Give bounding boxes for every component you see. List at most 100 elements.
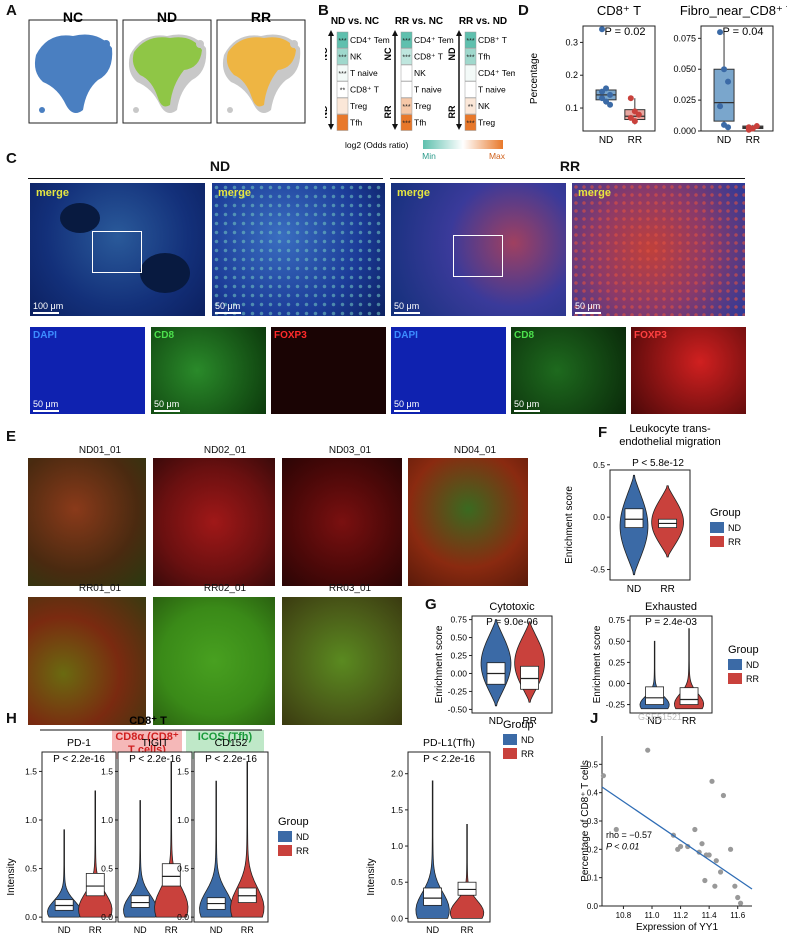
box-title: Fibro_near_CD8⁺ T (680, 3, 787, 18)
x-tick-label: RR (660, 584, 674, 595)
arrow-head (456, 30, 462, 36)
merge-label: merge (397, 187, 431, 199)
y-tick-label: 1.0 (177, 815, 189, 825)
x-tick-label: ND (58, 925, 71, 935)
rho-annotation: rho = −0.57 (606, 830, 652, 840)
odds-row-label: NK (414, 68, 426, 78)
scale-bar: 50 μm (394, 301, 420, 314)
y-label: Intensity (6, 858, 17, 895)
sample-label: RR02_01 (203, 583, 247, 594)
box-pvalue: P = 0.04 (722, 26, 763, 38)
rr-foxp3: FOXP3 (631, 327, 746, 414)
data-point (645, 747, 651, 753)
odds-star: *** (466, 38, 474, 45)
odds-cell (400, 114, 413, 131)
h-pvalue: P < 2.2e-16 (129, 754, 181, 765)
arrow-top-label: NC (383, 47, 393, 60)
data-point (737, 900, 744, 906)
y-tick-label: 0.00 (450, 668, 467, 678)
rr-merge-zoom: merge 50 μm (572, 183, 745, 316)
data-point (599, 26, 606, 33)
scale-bar: 100 μm (33, 301, 63, 314)
x-tick-label: ND (489, 716, 503, 727)
c-nd-title: ND (209, 158, 231, 174)
legend-swatch-nd (503, 734, 517, 745)
umap-cluster (290, 40, 298, 48)
data-point (702, 877, 708, 884)
zoom-box (453, 235, 503, 277)
data-point (603, 98, 610, 105)
x-tick-label: ND (210, 925, 223, 935)
y-tick-label: 0.75 (608, 615, 625, 625)
arrow-top-label: ND (447, 47, 457, 60)
mif-tile (153, 458, 275, 586)
data-point (735, 894, 741, 901)
umap-title: ND (157, 10, 177, 25)
violin-box (130, 895, 150, 908)
data-point (717, 869, 724, 875)
y-tick-label: 0.0 (101, 912, 113, 922)
legend-swatch-nd (710, 522, 724, 533)
legend-swatch-rr (728, 673, 742, 684)
panel-letter-d: D (518, 2, 529, 19)
odds-cell (336, 81, 349, 98)
legend-max: Max (489, 151, 506, 160)
x-tick-label: 11.0 (645, 911, 661, 920)
panel-letter-f: F (598, 424, 608, 441)
legend-label-rr: RR (521, 749, 534, 759)
violin-box (423, 887, 442, 906)
violin-box (520, 665, 539, 690)
h-supertitle: CD8⁺ T (129, 715, 167, 727)
violin-box (645, 686, 665, 705)
legend-swatch-rr (278, 845, 292, 856)
odds-cell (400, 64, 413, 82)
h-title: TIGIT (142, 737, 169, 749)
nd-foxp3: FOXP3 (271, 327, 386, 414)
legend-label-nd: ND (728, 523, 741, 533)
box-frame (700, 25, 774, 132)
legend-swatch-rr (503, 748, 517, 759)
y-tick-label: -0.5 (590, 565, 605, 575)
mif-tile (28, 458, 146, 586)
i-pvalue: P < 2.2e-16 (423, 754, 475, 765)
y-tick-label: 0.075 (673, 33, 696, 43)
h-title: CD152 (215, 737, 248, 749)
g-pvalue: P = 2.4e-03 (645, 617, 697, 628)
legend-label-nd: ND (746, 660, 759, 670)
odds-row-label: Tfh (350, 118, 363, 128)
x-tick-label: ND (599, 135, 613, 146)
panel-letter-c: C (6, 150, 17, 167)
odds-row-label: T naive (350, 68, 378, 78)
x-tick-label: RR (89, 925, 102, 935)
odds-row-label: T naive (478, 85, 506, 95)
arrow-head (392, 30, 398, 36)
umap-title: NC (63, 10, 83, 25)
odds-cell (336, 64, 349, 82)
panel-letter-a: A (6, 2, 17, 19)
odds-cell (464, 64, 477, 82)
y-label: Enrichment score (434, 625, 445, 703)
odds-cell (336, 114, 349, 131)
data-point (717, 103, 724, 110)
data-point (600, 773, 607, 779)
data-point (677, 843, 684, 850)
y-tick-label: 0.0 (25, 912, 37, 922)
nd-merge-overview: merge 100 μm (30, 183, 205, 316)
odds-star: *** (338, 71, 346, 78)
box (713, 68, 735, 122)
y-label: Percentage (529, 52, 540, 104)
x-tick-label: ND (647, 716, 661, 727)
y-tick-label: 1.0 (25, 815, 37, 825)
y-tick-label: 0.75 (450, 615, 467, 625)
data-point (627, 114, 634, 121)
panel-letter-e: E (6, 428, 17, 445)
odds-cell (464, 97, 477, 115)
y-tick-label: 0.0 (391, 913, 403, 923)
c-rr-title: RR (559, 158, 581, 174)
nd-merge-zoom: merge 50 μm (212, 183, 385, 316)
